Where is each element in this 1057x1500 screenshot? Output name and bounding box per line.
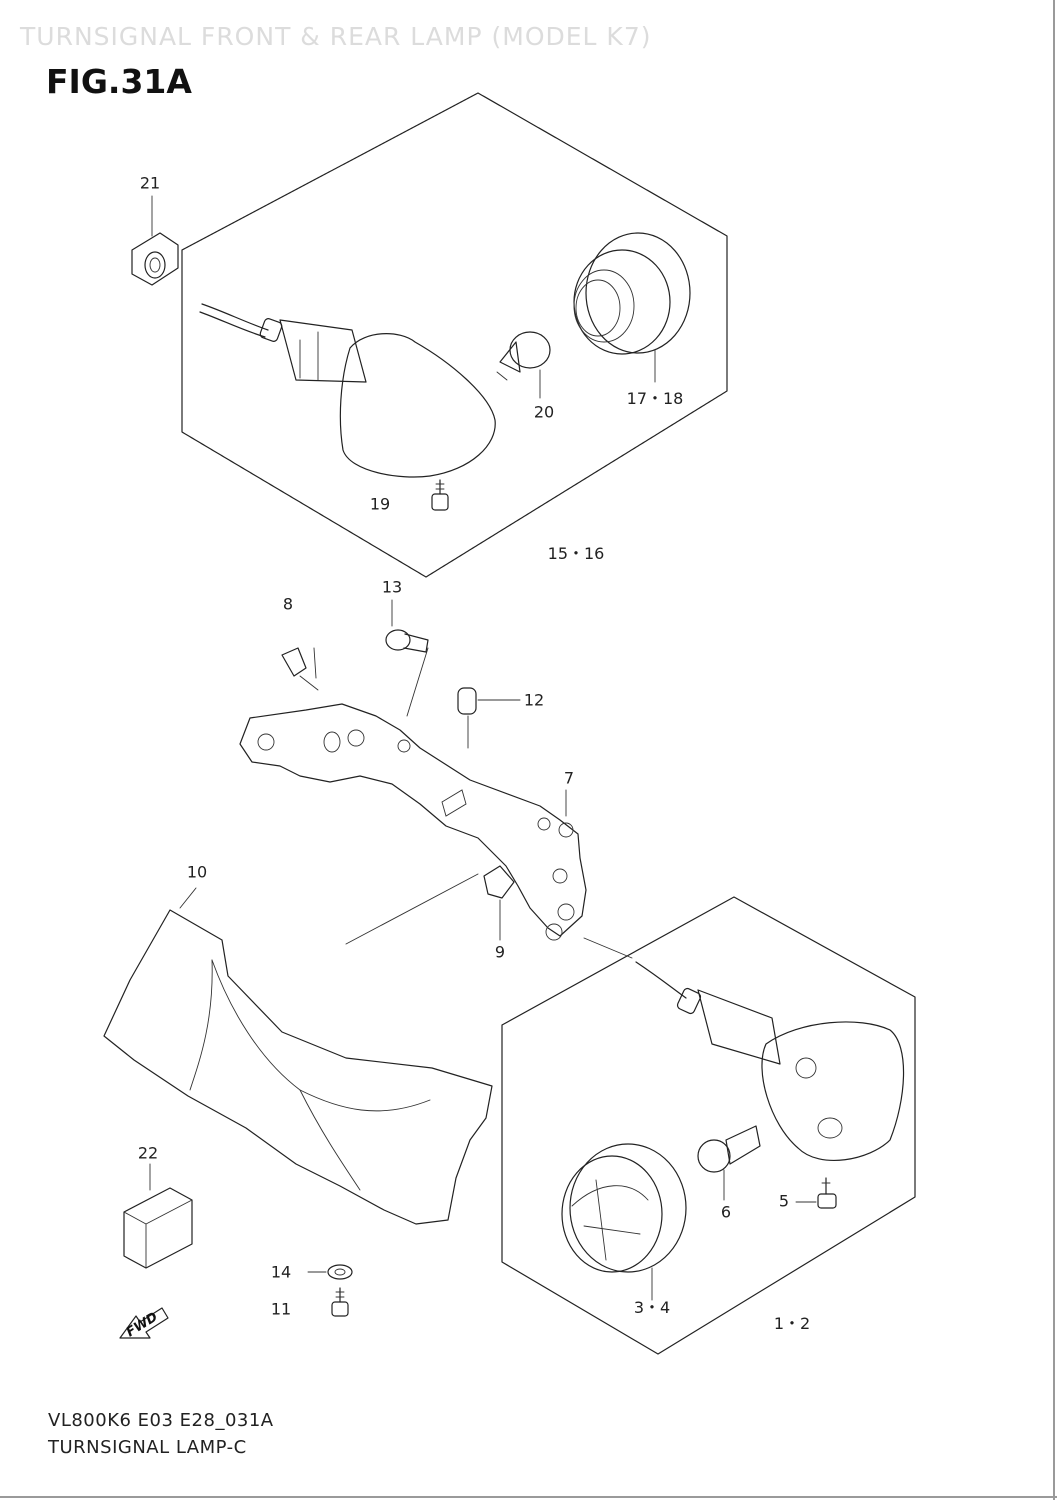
rear-lamp-group-outline <box>501 896 916 1355</box>
grommet-9-part <box>345 865 633 959</box>
callout-21: 21 <box>139 173 161 193</box>
callout-14: 14 <box>270 1262 292 1282</box>
callout-3-4: 3・4 <box>633 1298 671 1317</box>
callout-1-2: 1・2 <box>773 1314 811 1333</box>
washer-14-part <box>307 1264 353 1280</box>
grommet-8-part <box>281 647 319 691</box>
front-bulb-20-part <box>496 331 551 399</box>
relay-22-part <box>123 1163 193 1269</box>
rear-lamp-body-part <box>635 961 905 1161</box>
figure-title: FIG.31A <box>46 62 192 101</box>
front-lens-17-18-part <box>573 232 691 383</box>
drawing-code: VL800K6 E03 E28_031A <box>48 1410 274 1431</box>
callout-20: 20 <box>533 402 555 422</box>
callout-6: 6 <box>720 1202 732 1222</box>
bracket-7-part <box>239 703 587 941</box>
frame-bottom-edge <box>0 1496 1057 1498</box>
callout-11: 11 <box>270 1299 292 1319</box>
callout-5: 5 <box>778 1191 790 1211</box>
callout-15-16: 15・16 <box>547 544 605 563</box>
callout-13: 13 <box>381 577 403 597</box>
drawing-caption: TURNSIGNAL LAMP-C <box>48 1437 247 1458</box>
callout-22: 22 <box>137 1143 159 1163</box>
callout-8: 8 <box>282 594 294 614</box>
rear-bulb-6-part <box>697 1125 761 1201</box>
callout-7: 7 <box>563 768 575 788</box>
bolt-13-part <box>385 599 429 717</box>
callout-10: 10 <box>186 862 208 882</box>
collar-12-part <box>457 687 521 749</box>
rear-lens-3-4-part <box>561 1143 687 1301</box>
ghost-section-title: TURNSIGNAL FRONT & REAR LAMP (MODEL K7) <box>20 22 652 51</box>
front-screw-19-part <box>431 479 449 511</box>
front-lamp-body-part <box>199 303 496 478</box>
nut-21-part <box>131 195 179 286</box>
callout-17-18: 17・18 <box>626 389 684 408</box>
cover-10-part <box>103 887 493 1225</box>
frame-right-edge <box>1053 0 1055 1500</box>
bolt-11-part <box>331 1287 349 1317</box>
front-lamp-group-outline <box>181 92 728 578</box>
rear-screw-5-part <box>795 1177 837 1209</box>
callout-9: 9 <box>494 942 506 962</box>
callout-12: 12 <box>523 690 545 710</box>
fwd-arrow-icon: FWD <box>119 1307 169 1340</box>
callout-19: 19 <box>369 494 391 514</box>
